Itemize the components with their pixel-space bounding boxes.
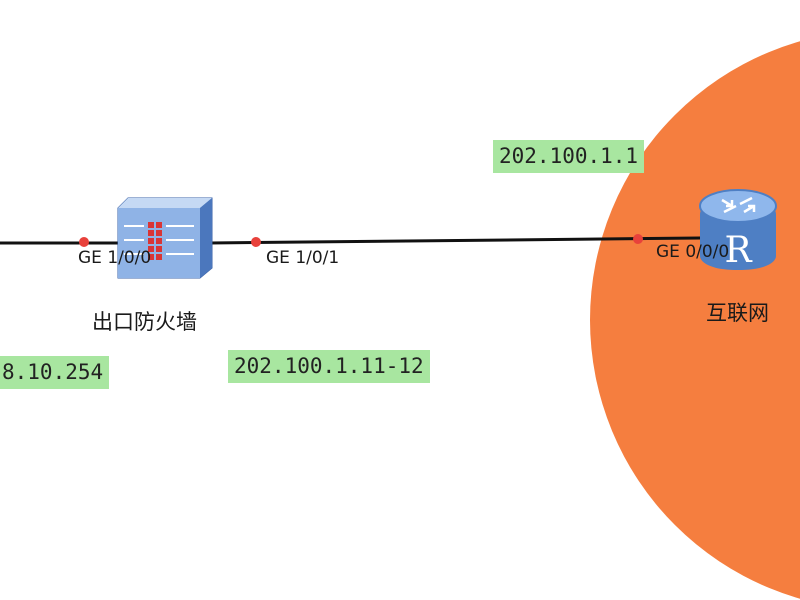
firewall-icon[interactable] bbox=[117, 197, 213, 279]
internet-region bbox=[590, 41, 800, 599]
router-label: 互联网 bbox=[706, 301, 769, 325]
ip-tag-left: 8.10.254 bbox=[0, 356, 110, 390]
firewall-label: 出口防火墙 bbox=[92, 310, 197, 334]
port-label-firewall-out: GE 1/0/1 bbox=[266, 248, 340, 268]
ip-tag-router: 202.100.1.1 bbox=[493, 140, 645, 174]
link-firewall-router bbox=[209, 236, 701, 245]
svg-text:R: R bbox=[724, 230, 752, 271]
port-dot-router-in bbox=[633, 234, 643, 244]
port-dot-firewall-in bbox=[79, 237, 89, 247]
port-label-firewall-in: GE 1/0/0 bbox=[78, 248, 152, 268]
router-icon[interactable]: R bbox=[699, 189, 777, 271]
port-dot-firewall-out bbox=[251, 237, 261, 247]
port-label-router-in: GE 0/0/0 bbox=[656, 242, 730, 262]
ip-tag-firewall: 202.100.1.11-12 bbox=[228, 350, 430, 384]
